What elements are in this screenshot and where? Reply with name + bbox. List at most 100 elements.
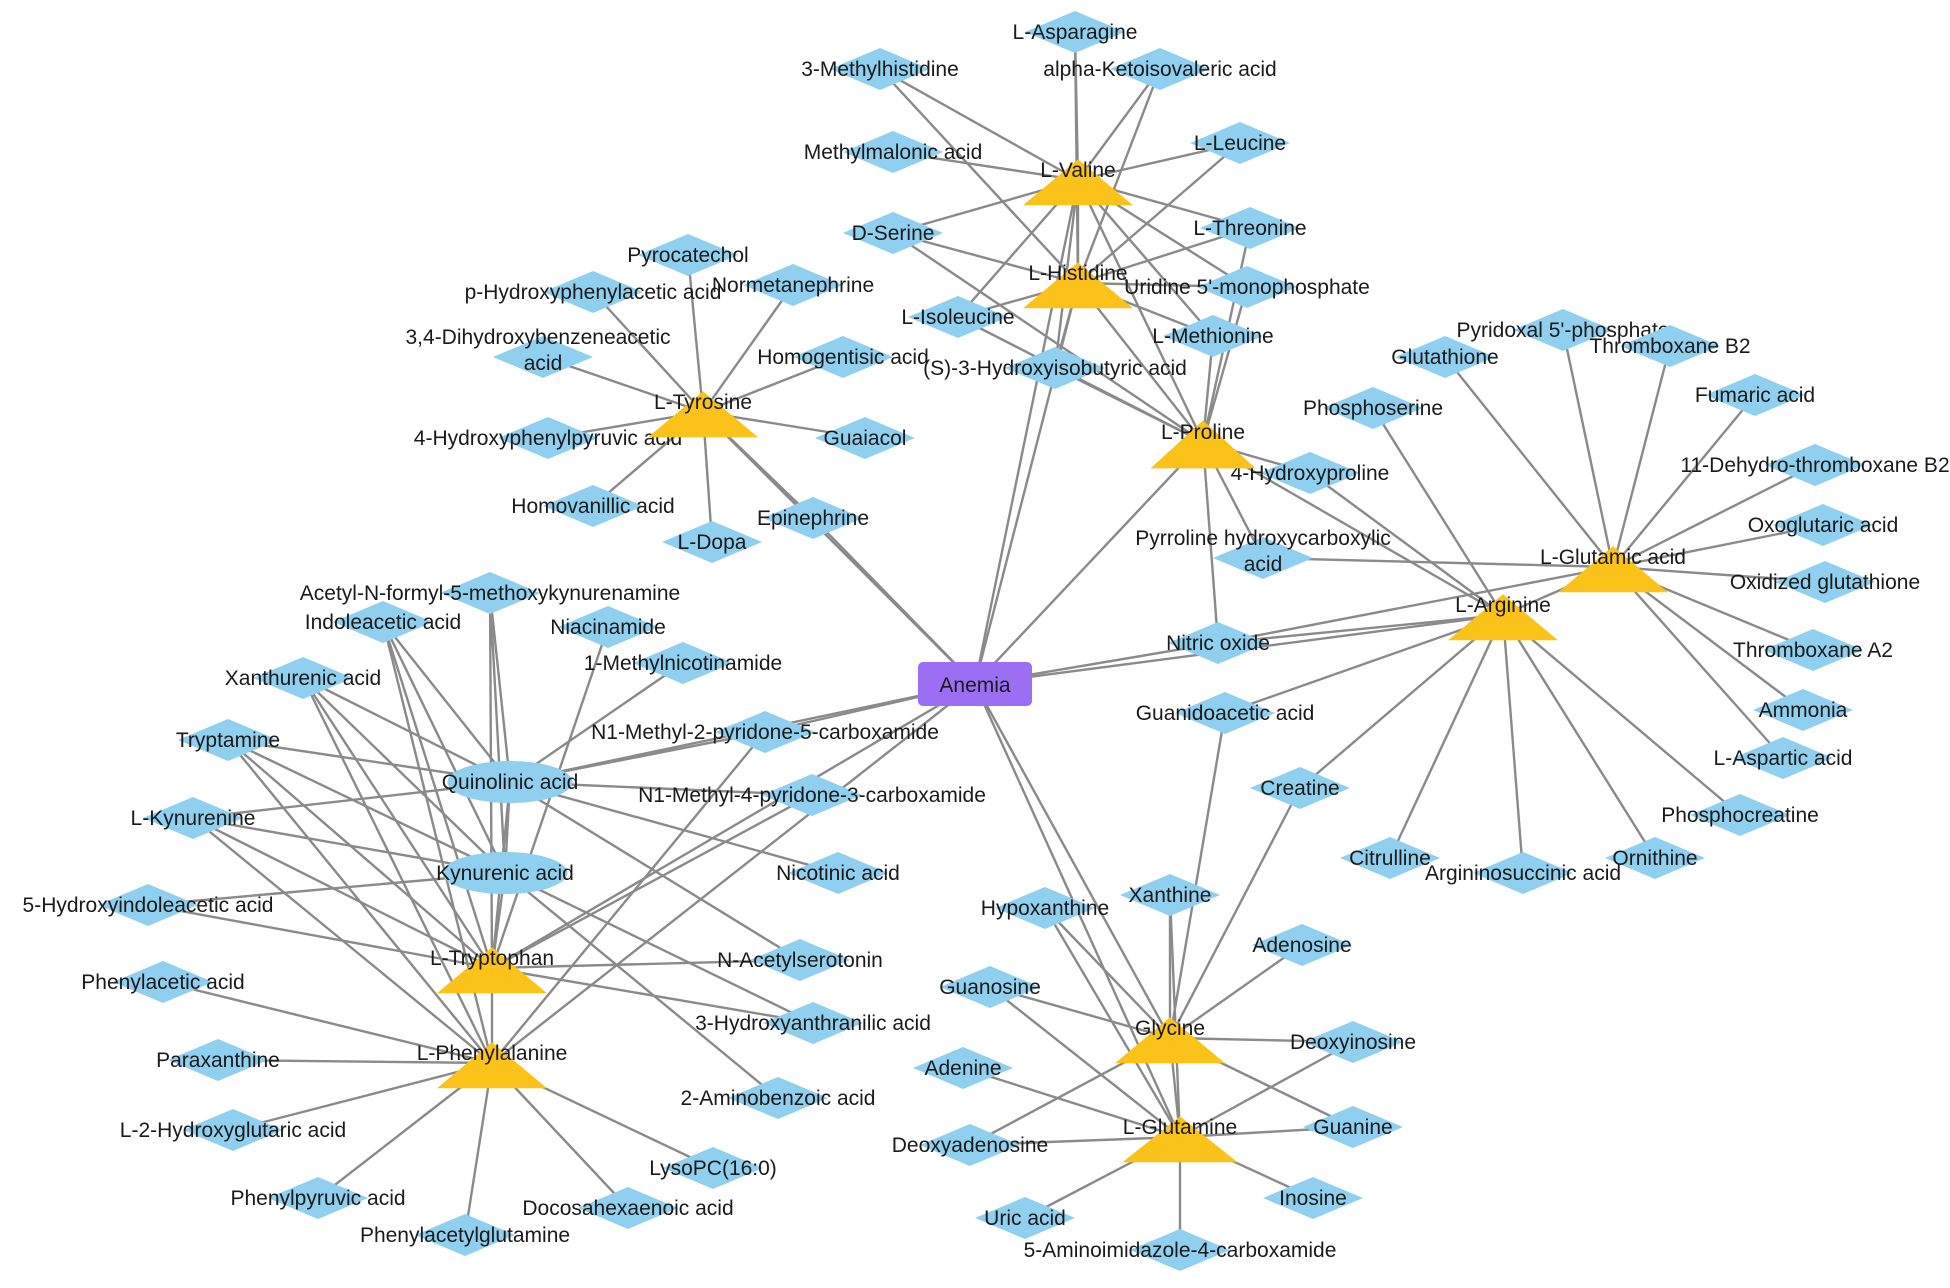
metabolite-node-gun[interactable]: Guanine (1303, 1106, 1403, 1148)
metabolite-node-akiv[interactable]: alpha-Ketoisovaleric acid (1043, 48, 1277, 90)
metabolite-node-afmk[interactable]: Acetyl-N-formyl-5-methoxykynurenamine (300, 572, 680, 614)
metabolite-node-pxn[interactable]: Paraxanthine (156, 1039, 280, 1081)
metabolite-node-haa[interactable]: 3-Hydroxyanthranilic acid (695, 1002, 931, 1044)
metabolite-node-hx[interactable]: Hypoxanthine (981, 887, 1109, 929)
metabolite-node-hga[interactable]: Homogentisic acid (757, 336, 929, 378)
metabolite-node-pcr[interactable]: Phosphocreatine (1661, 794, 1819, 836)
metabolite-diamond (253, 657, 353, 699)
metabolite-node-dtxb2[interactable]: 11-Dehydro-thromboxane B2 (1680, 444, 1950, 486)
metabolite-node-dser[interactable]: D-Serine (843, 212, 943, 254)
metabolite-diamond (908, 296, 1008, 338)
hub-node-gln[interactable]: L-Glutamine (1122, 1116, 1238, 1163)
metabolite-diamond (1765, 444, 1865, 486)
metabolite-node-hyp[interactable]: 4-Hydroxyproline (1231, 452, 1390, 494)
metabolite-node-txa2[interactable]: Thromboxane A2 (1733, 629, 1893, 671)
metabolite-node-phpa[interactable]: p-Hydroxyphenylacetic acid (465, 271, 722, 313)
metabolite-node-xan[interactable]: Xanthine (1120, 874, 1220, 916)
metabolite-node-kyn[interactable]: L-Kynurenine (131, 797, 256, 839)
metabolite-node-nam[interactable]: Niacinamide (550, 606, 666, 648)
metabolite-node-pser[interactable]: Phosphoserine (1303, 387, 1443, 429)
metabolite-node-ino[interactable]: Inosine (1263, 1177, 1363, 1219)
metabolite-node-no[interactable]: Nitric oxide (1166, 622, 1270, 664)
hub-node-arg[interactable]: L-Arginine (1448, 594, 1558, 641)
metabolite-node-mma[interactable]: Methylmalonic acid (804, 131, 983, 173)
metabolite-node-gsh[interactable]: Glutathione (1391, 336, 1499, 378)
nh3-label: Ammonia (1759, 699, 1848, 722)
metabolite-node-nas[interactable]: N-Acetylserotonin (717, 939, 883, 981)
cre-label: Creatine (1260, 777, 1339, 800)
hub-node-phe[interactable]: L-Phenylalanine (417, 1042, 568, 1089)
metabolite-node-epi[interactable]: Epinephrine (757, 497, 869, 539)
metabolite-node-n4py[interactable]: N1-Methyl-4-pyridone-3-carboxamide (638, 774, 986, 816)
metabolite-node-lpc[interactable]: LysoPC(16:0) (649, 1147, 777, 1189)
metabolite-node-dha[interactable]: Docosahexaenoic acid (522, 1187, 734, 1229)
metabolite-node-oxg[interactable]: Oxoglutaric acid (1748, 504, 1899, 546)
hub-node-val[interactable]: L-Valine (1023, 159, 1133, 206)
metabolite-node-dado[interactable]: Deoxyadenosine (892, 1124, 1048, 1166)
metabolite-node-hiba[interactable]: (S)-3-Hydroxyisobutyric acid (923, 347, 1187, 389)
metabolite-node-gaa[interactable]: Guanidoacetic acid (1136, 692, 1315, 734)
metabolite-node-asp[interactable]: L-Aspartic acid (1714, 737, 1853, 779)
hub-node-pro[interactable]: L-Proline (1150, 420, 1256, 469)
metabolite-node-paa[interactable]: Phenylacetic acid (81, 961, 245, 1003)
metabolite-node-kyna[interactable]: Kynurenic acid (436, 852, 574, 894)
metabolite-node-ile[interactable]: L-Isoleucine (901, 296, 1015, 338)
hub-node-his[interactable]: L-Histidine (1023, 262, 1133, 309)
metabolite-node-met[interactable]: L-Methionine (1152, 315, 1274, 357)
disease-node-anemia[interactable]: Anemia (918, 662, 1032, 706)
metabolite-node-asn[interactable]: L-Asparagine (1013, 11, 1138, 53)
metabolite-node-n2py[interactable]: N1-Methyl-2-pyridone-5-carboxamide (591, 711, 939, 753)
metabolite-node-gua[interactable]: Guaiacol (815, 417, 915, 459)
hub-node-tyr[interactable]: L-Tyrosine (648, 391, 758, 438)
metabolite-node-nh3[interactable]: Ammonia (1753, 689, 1853, 731)
metabolite-node-ado[interactable]: Adenosine (1252, 924, 1352, 966)
hub-node-glu[interactable]: L-Glutamic acid (1540, 546, 1686, 593)
metabolite-node-leu[interactable]: L-Leucine (1190, 122, 1290, 164)
metabolite-node-cre[interactable]: Creatine (1250, 767, 1350, 809)
metabolite-node-hva[interactable]: Homovanillic acid (511, 485, 675, 527)
metabolite-node-gssg[interactable]: Oxidized glutathione (1730, 561, 1920, 603)
metabolite-node-aba[interactable]: 2-Aminobenzoic acid (681, 1077, 876, 1119)
metabolite-node-dopa[interactable]: L-Dopa (662, 521, 762, 563)
metabolite-node-hga2[interactable]: L-2-Hydroxyglutaric acid (120, 1109, 346, 1151)
metabolite-node-tpa[interactable]: Tryptamine (176, 719, 280, 761)
metabolite-node-mhis[interactable]: 3-Methylhistidine (801, 48, 959, 90)
metabolite-node-txb2[interactable]: Thromboxane B2 (1589, 325, 1751, 367)
metabolite-node-hppa[interactable]: 4-Hydroxyphenylpyruvic acid (414, 417, 682, 459)
dino-label: Deoxyinosine (1290, 1031, 1416, 1054)
metabolite-node-dino[interactable]: Deoxyinosine (1290, 1021, 1416, 1063)
metabolite-node-nmn[interactable]: Normetanephrine (712, 264, 874, 306)
metabolite-node-aica[interactable]: 5-Aminoimidazole-4-carboxamide (1024, 1229, 1337, 1271)
metabolite-node-asa[interactable]: Argininosuccinic acid (1425, 852, 1621, 894)
metabolite-node-pag[interactable]: Phenylacetylglutamine (360, 1214, 570, 1256)
metabolite-node-ppa[interactable]: Phenylpyruvic acid (230, 1177, 406, 1219)
metabolite-diamond (447, 761, 573, 803)
metabolite-node-fum[interactable]: Fumaric acid (1695, 374, 1815, 416)
metabolite-node-iaa[interactable]: Indoleacetic acid (305, 601, 461, 643)
metabolite-node-orn[interactable]: Ornithine (1605, 837, 1705, 879)
metabolite-node-ua[interactable]: Uric acid (975, 1197, 1075, 1239)
metabolite-node-ump[interactable]: Uridine 5'-monophosphate (1124, 266, 1370, 308)
metabolite-node-xa[interactable]: Xanthurenic acid (225, 657, 381, 699)
metabolite-diamond (843, 212, 943, 254)
ile-label: L-Isoleucine (901, 306, 1014, 329)
metabolite-node-mnam[interactable]: 1-Methylnicotinamide (584, 642, 782, 684)
metabolite-node-p5p[interactable]: Pyridoxal 5'-phosphate (1457, 309, 1670, 351)
metabolite-node-na[interactable]: Nicotinic acid (776, 852, 900, 894)
asp-label: L-Aspartic acid (1714, 747, 1853, 770)
dhba-label-line2: acid (524, 352, 563, 375)
hub-node-trp[interactable]: L-Tryptophan (430, 947, 554, 994)
dado-label: Deoxyadenosine (892, 1134, 1048, 1157)
metabolite-node-guo[interactable]: Guanosine (939, 966, 1041, 1008)
metabolite-node-ade[interactable]: Adenine (913, 1047, 1013, 1089)
metabolite-diamond (558, 606, 658, 648)
edge-gln-dino (1179, 1040, 1354, 1139)
hub-node-gly[interactable]: Glycine (1115, 1017, 1225, 1064)
metabolite-node-pyc[interactable]: Pyrocatechol (627, 234, 749, 276)
metabolite-node-hiaa[interactable]: 5-Hydroxyindoleacetic acid (23, 884, 274, 926)
metabolite-node-cit[interactable]: Citrulline (1340, 837, 1440, 879)
metabolite-node-qa[interactable]: Quinolinic acid (442, 761, 579, 803)
metabolite-node-thr[interactable]: L-Threonine (1193, 207, 1307, 249)
